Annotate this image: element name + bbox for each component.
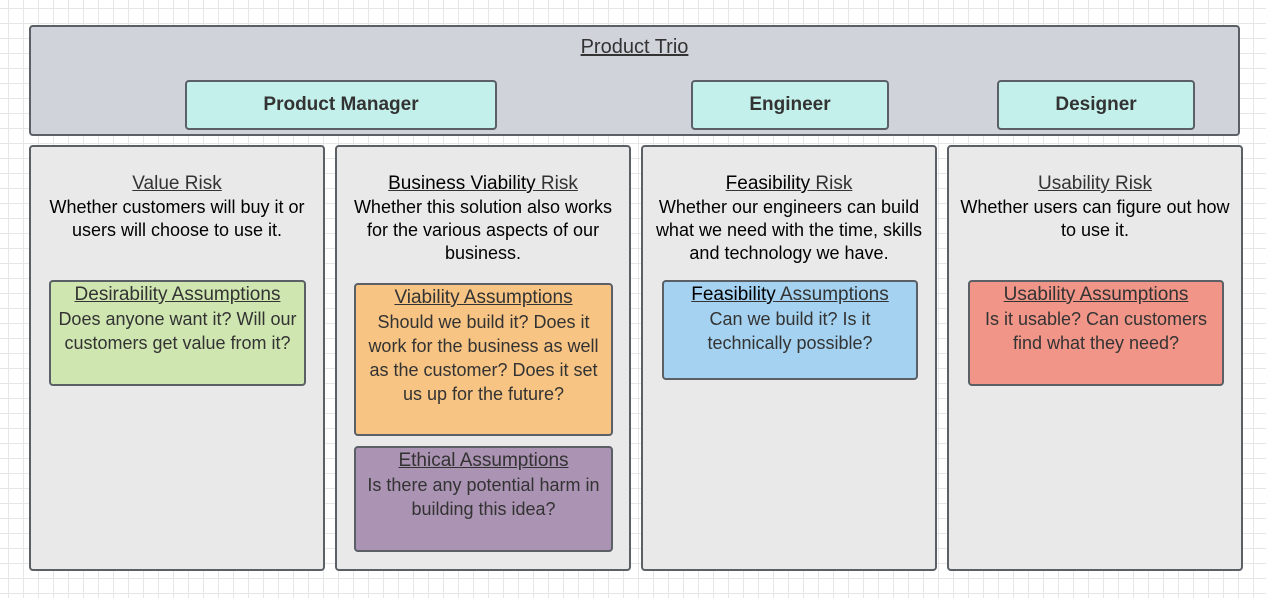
product-trio-panel: Product Trio Product Manager Engineer De… xyxy=(29,25,1240,136)
risk-description-business-viability: Whether this solution also works for the… xyxy=(353,197,613,263)
risk-title-part: Feasibility xyxy=(725,173,811,194)
feasibility-assumptions-box: Feasibility Assumptions Can we build it?… xyxy=(662,280,918,380)
assumption-title-part: Feasibility xyxy=(691,284,776,305)
ethical-assumptions-box: Ethical Assumptions Is there any potenti… xyxy=(354,446,613,552)
risk-title-part: Business Viability xyxy=(388,173,536,194)
diagram-title: Product Trio xyxy=(580,36,689,58)
risk-title-part: Risk xyxy=(535,173,578,194)
assumption-body: Is it usable? Can customers find what th… xyxy=(984,309,1208,353)
risk-title-business-viability: Business Viability Risk xyxy=(337,173,629,195)
assumption-body: Can we build it? Is it technically possi… xyxy=(707,309,873,353)
assumption-body: Does anyone want it? Will our customers … xyxy=(58,309,297,353)
usability-assumptions-box: Usability Assumptions Is it usable? Can … xyxy=(968,280,1224,386)
role-designer: Designer xyxy=(997,80,1195,130)
role-engineer: Engineer xyxy=(691,80,889,130)
column-value-risk: Value Risk Whether customers will buy it… xyxy=(29,145,325,571)
viability-assumptions-box: Viability Assumptions Should we build it… xyxy=(354,283,613,436)
risk-description-value: Whether customers will buy it or users w… xyxy=(49,197,305,240)
risk-description-usability: Whether users can figure out how to use … xyxy=(960,197,1230,240)
risk-title-value: Value Risk xyxy=(132,173,222,194)
assumption-body: Is there any potential harm in building … xyxy=(367,475,600,519)
risk-title-part: Risk xyxy=(810,173,853,194)
risk-description-feasibility: Whether our engineers can build what we … xyxy=(655,197,923,263)
column-business-viability-risk: Business Viability Risk Whether this sol… xyxy=(335,145,631,571)
assumption-title: Usability Assumptions xyxy=(1003,284,1189,305)
desirability-assumptions-box: Desirability Assumptions Does anyone wan… xyxy=(49,280,306,386)
risk-title-feasibility: Feasibility Risk xyxy=(643,173,935,195)
assumption-title: Desirability Assumptions xyxy=(74,284,281,305)
column-usability-risk: Usability Risk Whether users can figure … xyxy=(947,145,1243,571)
risk-title-usability: Usability Risk xyxy=(1037,173,1153,194)
assumption-title: Viability Assumptions xyxy=(394,287,573,308)
assumption-title-part: Assumptions xyxy=(775,284,889,305)
assumption-body: Should we build it? Does it work for the… xyxy=(368,312,599,404)
column-feasibility-risk: Feasibility Risk Whether our engineers c… xyxy=(641,145,937,571)
role-product-manager: Product Manager xyxy=(185,80,497,130)
assumption-title: Ethical Assumptions xyxy=(398,450,569,471)
assumption-title: Feasibility Assumptions xyxy=(664,283,916,307)
